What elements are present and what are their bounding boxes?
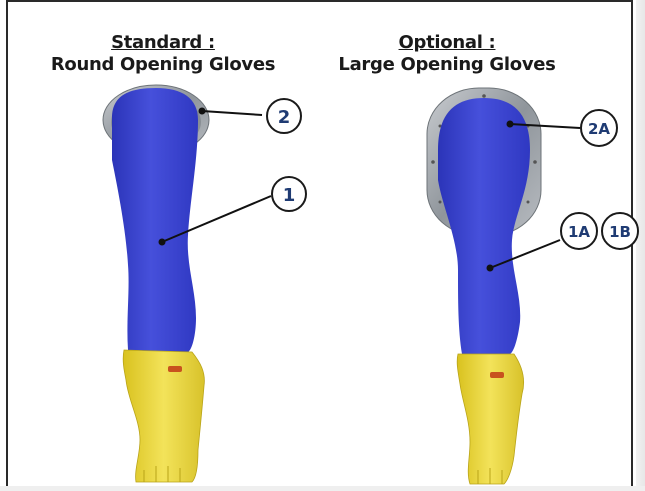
callout-1: 1 [272,177,306,211]
optional-glove [427,88,541,484]
callout-2-label: 2 [278,107,291,128]
callout-2A-label: 2A [588,120,610,138]
callout-2: 2 [267,99,301,133]
callout-1B: 1B [602,213,638,249]
callout-1A-label: 1A [568,223,590,241]
yellow-glove [123,350,204,482]
callout-1-label: 1 [283,185,296,206]
callout-2A: 2A [581,110,617,146]
callout-1A: 1A [561,213,597,249]
standard-glove [103,85,209,482]
callout-1B-label: 1B [609,223,631,241]
blue-sleeve [112,88,198,352]
